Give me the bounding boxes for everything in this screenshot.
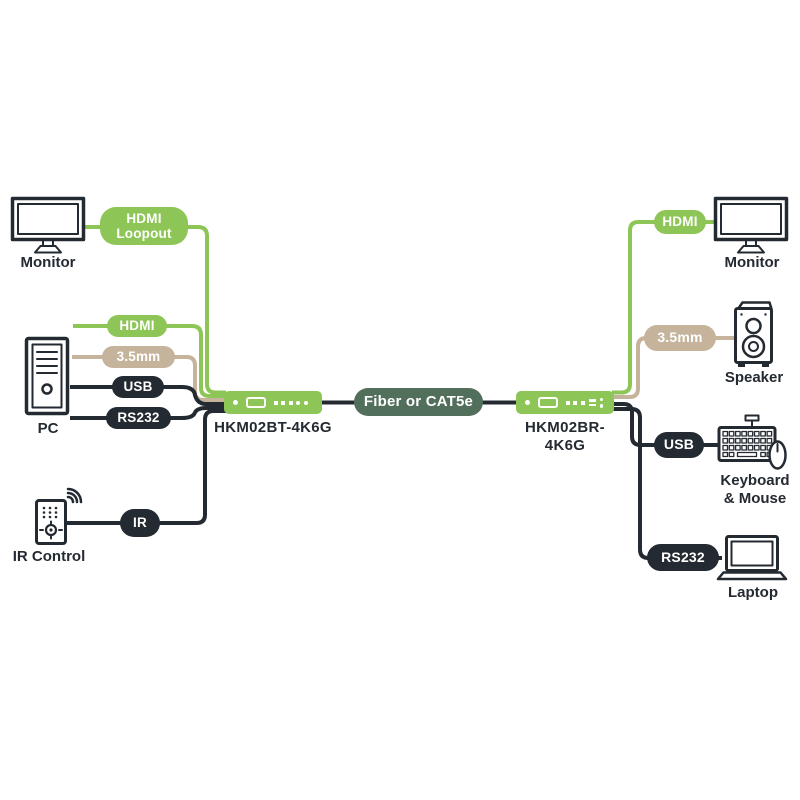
monitor-right-label: Monitor bbox=[724, 254, 780, 271]
label-line1: Keyboard bbox=[720, 472, 790, 489]
indicator bbox=[288, 400, 293, 405]
front-port bbox=[246, 397, 266, 408]
usb-out-pill: USB bbox=[654, 432, 704, 458]
hdmi-display-pill: HDMI bbox=[654, 210, 706, 234]
ir-remote-icon bbox=[35, 487, 83, 545]
receiver-model-label: HKM02BR-4K6G bbox=[525, 419, 605, 454]
pill-label: 3.5mm bbox=[116, 349, 161, 365]
laptop-icon bbox=[716, 535, 788, 581]
hdmi-source-cable bbox=[73, 324, 226, 398]
monitor-icon bbox=[10, 196, 86, 254]
indicator bbox=[281, 400, 285, 405]
pill-label-line1: HDMI bbox=[126, 210, 162, 226]
receiver-device bbox=[516, 391, 614, 414]
laptop-label: Laptop bbox=[728, 584, 778, 601]
keyboard-mouse-icon bbox=[717, 414, 787, 470]
audio-out-cable bbox=[612, 336, 734, 399]
transmitter-device bbox=[224, 391, 322, 414]
rs232-out-pill: RS232 bbox=[647, 544, 719, 571]
usb-out-cable bbox=[612, 402, 724, 447]
remote-button-grid bbox=[42, 506, 58, 519]
audio-out-pill: 3.5mm bbox=[644, 325, 716, 351]
pill-label: USB bbox=[663, 436, 695, 453]
speaker-icon bbox=[734, 301, 773, 367]
fiber-link-pill: Fiber or CAT5e bbox=[354, 388, 483, 416]
label-line2: & Mouse bbox=[723, 490, 787, 507]
pill-label: HDMI bbox=[119, 318, 155, 334]
ir-control-label: IR Control bbox=[12, 548, 86, 565]
power-led bbox=[233, 400, 238, 405]
indicator bbox=[580, 400, 585, 405]
hdmi-loopout-pill: HDMI Loopout bbox=[100, 207, 188, 245]
indicator-bars bbox=[588, 399, 596, 406]
speaker-label: Speaker bbox=[724, 369, 784, 386]
audio-source-cable bbox=[72, 355, 226, 402]
transmitter-model-label: HKM02BT-4K6G bbox=[214, 419, 332, 436]
pill-label: USB bbox=[123, 379, 153, 395]
pill-label: RS232 bbox=[661, 548, 705, 565]
hdmi-display-cable bbox=[612, 220, 716, 395]
power-led bbox=[525, 400, 530, 405]
indicator bbox=[565, 400, 570, 405]
usb-source-pill: USB bbox=[112, 376, 164, 398]
pill-label-line2: Loopout bbox=[116, 226, 172, 241]
hdmi-loopout-cable bbox=[82, 225, 226, 395]
rs232-source-cable bbox=[70, 406, 226, 420]
rs232-source-pill: RS232 bbox=[106, 407, 171, 429]
front-port bbox=[538, 397, 558, 408]
pill-label: IR bbox=[133, 515, 147, 531]
monitor-left-label: Monitor bbox=[20, 254, 76, 271]
pc-label: PC bbox=[37, 420, 59, 437]
indicator bbox=[296, 400, 300, 405]
audio-source-pill: 3.5mm bbox=[102, 346, 175, 368]
pill-label: RS232 bbox=[117, 410, 160, 426]
ir-pill: IR bbox=[120, 509, 160, 537]
indicator bbox=[273, 400, 278, 405]
desktop-tower-icon bbox=[24, 336, 70, 416]
rs232-out-cable bbox=[612, 407, 722, 560]
pill-label: HDMI bbox=[662, 214, 698, 230]
keyboard-mouse-label: Keyboard & Mouse bbox=[706, 472, 800, 508]
indicator-dots bbox=[599, 397, 603, 408]
pill-label: 3.5mm bbox=[657, 329, 703, 346]
pill-label: Fiber or CAT5e bbox=[363, 392, 474, 410]
ir-cable bbox=[63, 409, 226, 525]
indicator bbox=[573, 400, 577, 405]
monitor-icon bbox=[713, 196, 789, 254]
indicator bbox=[303, 400, 308, 405]
hdmi-source-pill: HDMI bbox=[107, 315, 167, 337]
usb-source-cable bbox=[70, 385, 226, 406]
